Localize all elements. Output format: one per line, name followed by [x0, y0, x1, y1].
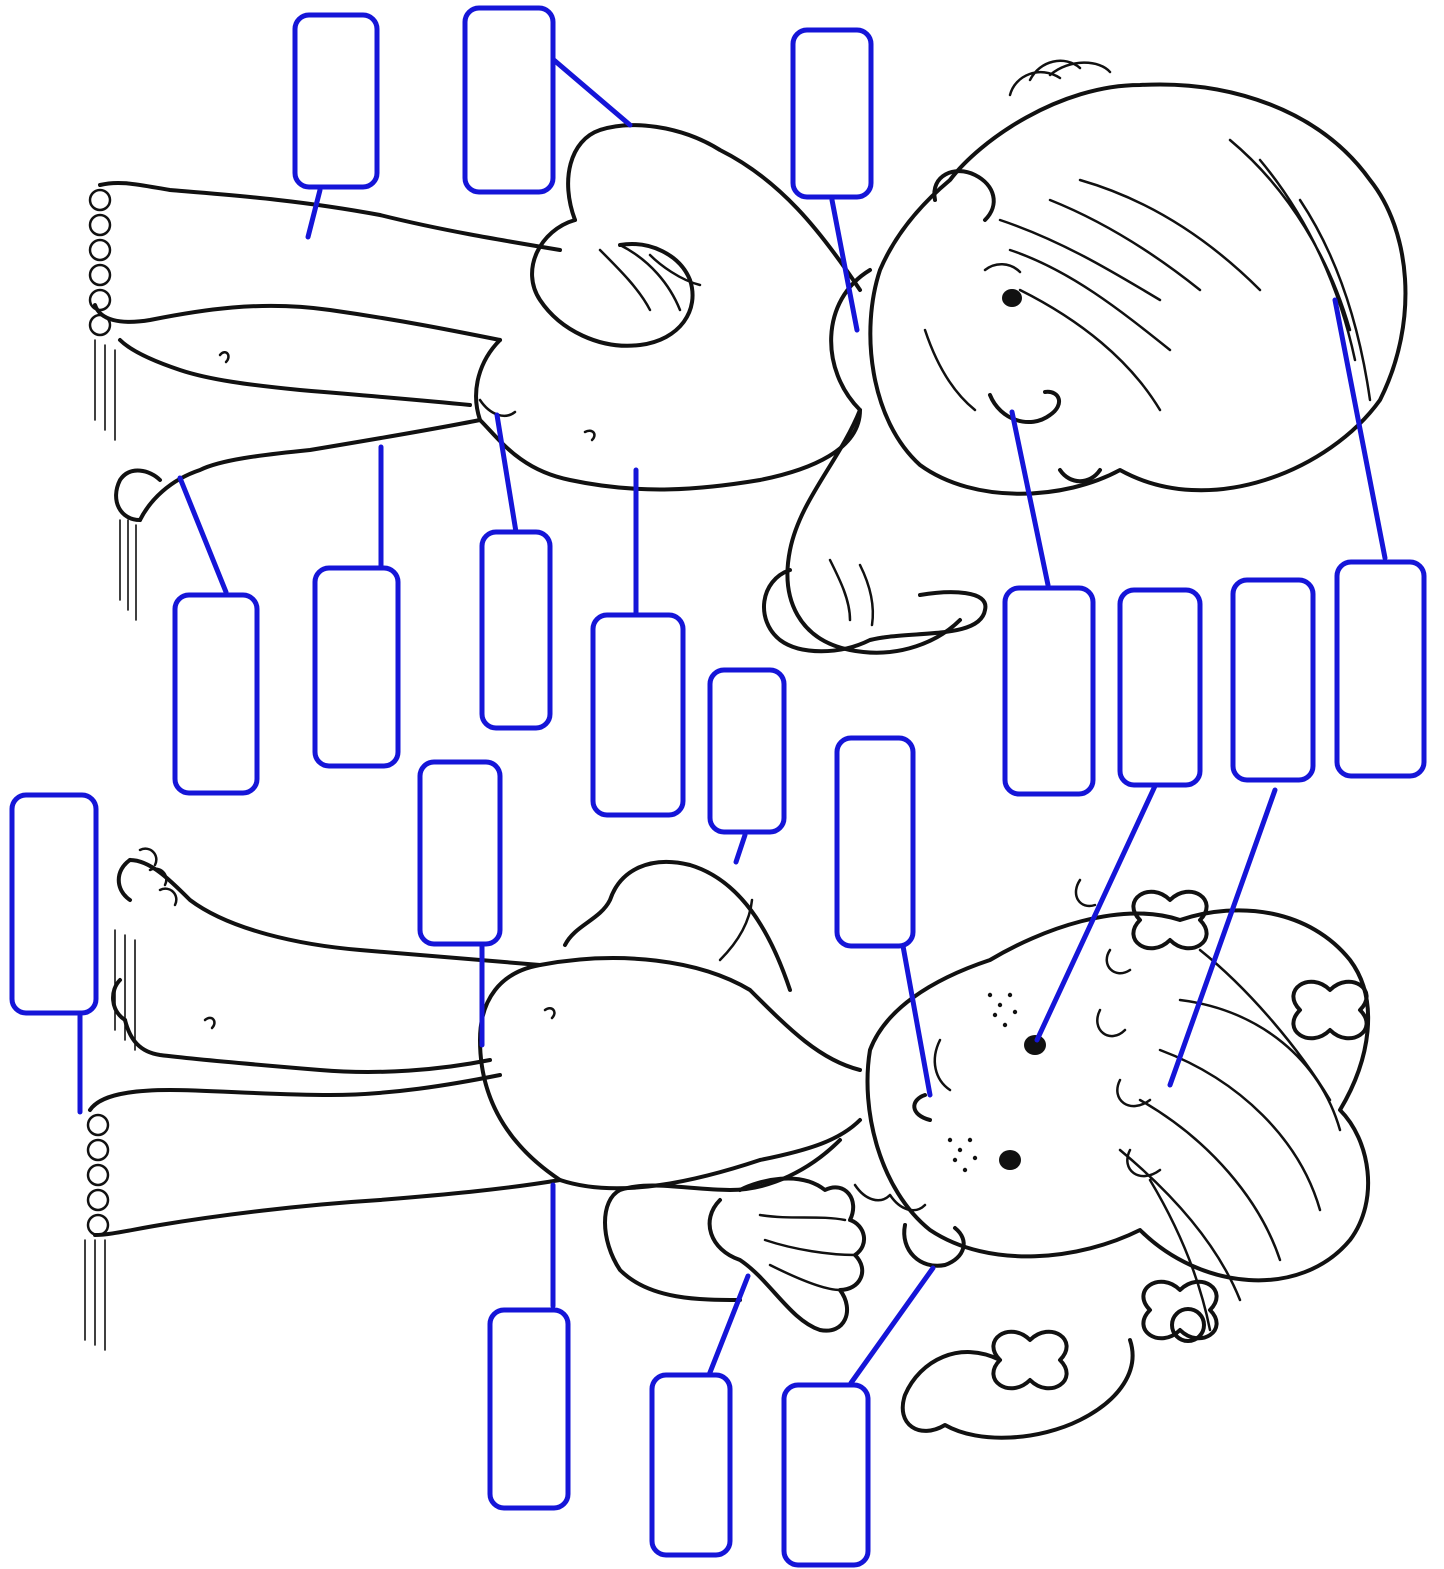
- boy-eye: [1002, 289, 1022, 307]
- boy-leg-bottom-inner: [120, 340, 470, 405]
- label-box-boy-belly-button[interactable]: [482, 532, 550, 728]
- girl-knee-mark: [205, 1018, 214, 1028]
- label-box-girl-toes[interactable]: [12, 795, 96, 1013]
- girl-arm-bottom: [605, 1140, 840, 1300]
- girl-arm-top: [565, 862, 790, 990]
- girl-mouth: [935, 1040, 950, 1090]
- label-box-boy-neck[interactable]: [793, 30, 871, 197]
- leader-line-boy-head: [1335, 300, 1385, 558]
- label-box-girl-nose[interactable]: [837, 738, 913, 946]
- boy-ear: [934, 171, 993, 220]
- label-box-boy-mouth[interactable]: [1005, 588, 1093, 794]
- label-box-girl-tummy[interactable]: [490, 1310, 568, 1508]
- boy-navel: [585, 431, 594, 440]
- girl-eye-right: [999, 1150, 1021, 1170]
- leader-line-girl-ear: [851, 1268, 933, 1383]
- label-box-girl-hair[interactable]: [1233, 580, 1313, 780]
- girl-navel: [545, 1008, 554, 1018]
- girl-leg-bottom-lower: [95, 1180, 560, 1235]
- boy-hair-strands: [1000, 140, 1370, 410]
- leader-line-boy-knee: [308, 190, 320, 237]
- girl-freckles: [948, 993, 1017, 1172]
- label-box-boy-chest[interactable]: [593, 615, 683, 815]
- leader-line-girl-nose: [903, 946, 930, 1095]
- boy-fist-fingers: [600, 245, 700, 310]
- boy-foot-bottom: [116, 471, 160, 520]
- girl-arm-top-crease: [720, 900, 752, 960]
- boy-mouth-shape: [990, 392, 1059, 422]
- boy-hand-fingers: [830, 560, 873, 625]
- boy-knee-mark: [220, 352, 228, 362]
- label-box-girl-hand[interactable]: [652, 1375, 730, 1555]
- leader-line-girl-hair: [1170, 790, 1275, 1085]
- label-box-boy-arm[interactable]: [465, 8, 553, 192]
- leader-line-boy-mouth: [1012, 412, 1048, 585]
- girl-leg-top-lower: [125, 1020, 490, 1072]
- boy-eyebrow: [985, 264, 1020, 272]
- boy-cheek: [925, 330, 975, 410]
- label-box-boy-head[interactable]: [1337, 562, 1424, 776]
- girl-hair-bows: [993, 892, 1366, 1389]
- boy-fist-top: [532, 220, 692, 346]
- girl-torso: [480, 958, 860, 1188]
- boy-torso: [476, 270, 870, 489]
- girl-eye-left: [1024, 1035, 1046, 1055]
- label-box-boy-leg[interactable]: [315, 568, 398, 766]
- leader-line-boy-belly-button: [497, 415, 516, 532]
- boy-leg-top: [95, 305, 500, 340]
- label-box-girl-ear[interactable]: [784, 1385, 868, 1565]
- boy-figure: [90, 61, 1405, 653]
- label-box-girl-eye[interactable]: [1120, 590, 1200, 785]
- leader-line-boy-arm: [548, 55, 630, 125]
- girl-figure: [85, 849, 1368, 1438]
- label-box-girl-hip[interactable]: [420, 762, 500, 944]
- girl-foot-top-toes: [140, 849, 176, 905]
- label-box-boy-knee[interactable]: [295, 15, 377, 187]
- girl-leg-bottom: [90, 1075, 500, 1110]
- girl-collar: [855, 1185, 925, 1210]
- label-box-girl-elbow[interactable]: [710, 670, 784, 832]
- boy-ground-shade: [95, 340, 136, 620]
- boy-head-outline: [870, 84, 1405, 493]
- leader-line-boy-foot: [180, 478, 226, 592]
- girl-hand-fingers: [760, 1215, 855, 1290]
- girl-toes-bottom: [88, 1115, 108, 1235]
- leader-line-girl-elbow: [736, 835, 745, 862]
- girl-nose-shape: [914, 1095, 930, 1120]
- label-box-boy-foot[interactable]: [175, 595, 257, 793]
